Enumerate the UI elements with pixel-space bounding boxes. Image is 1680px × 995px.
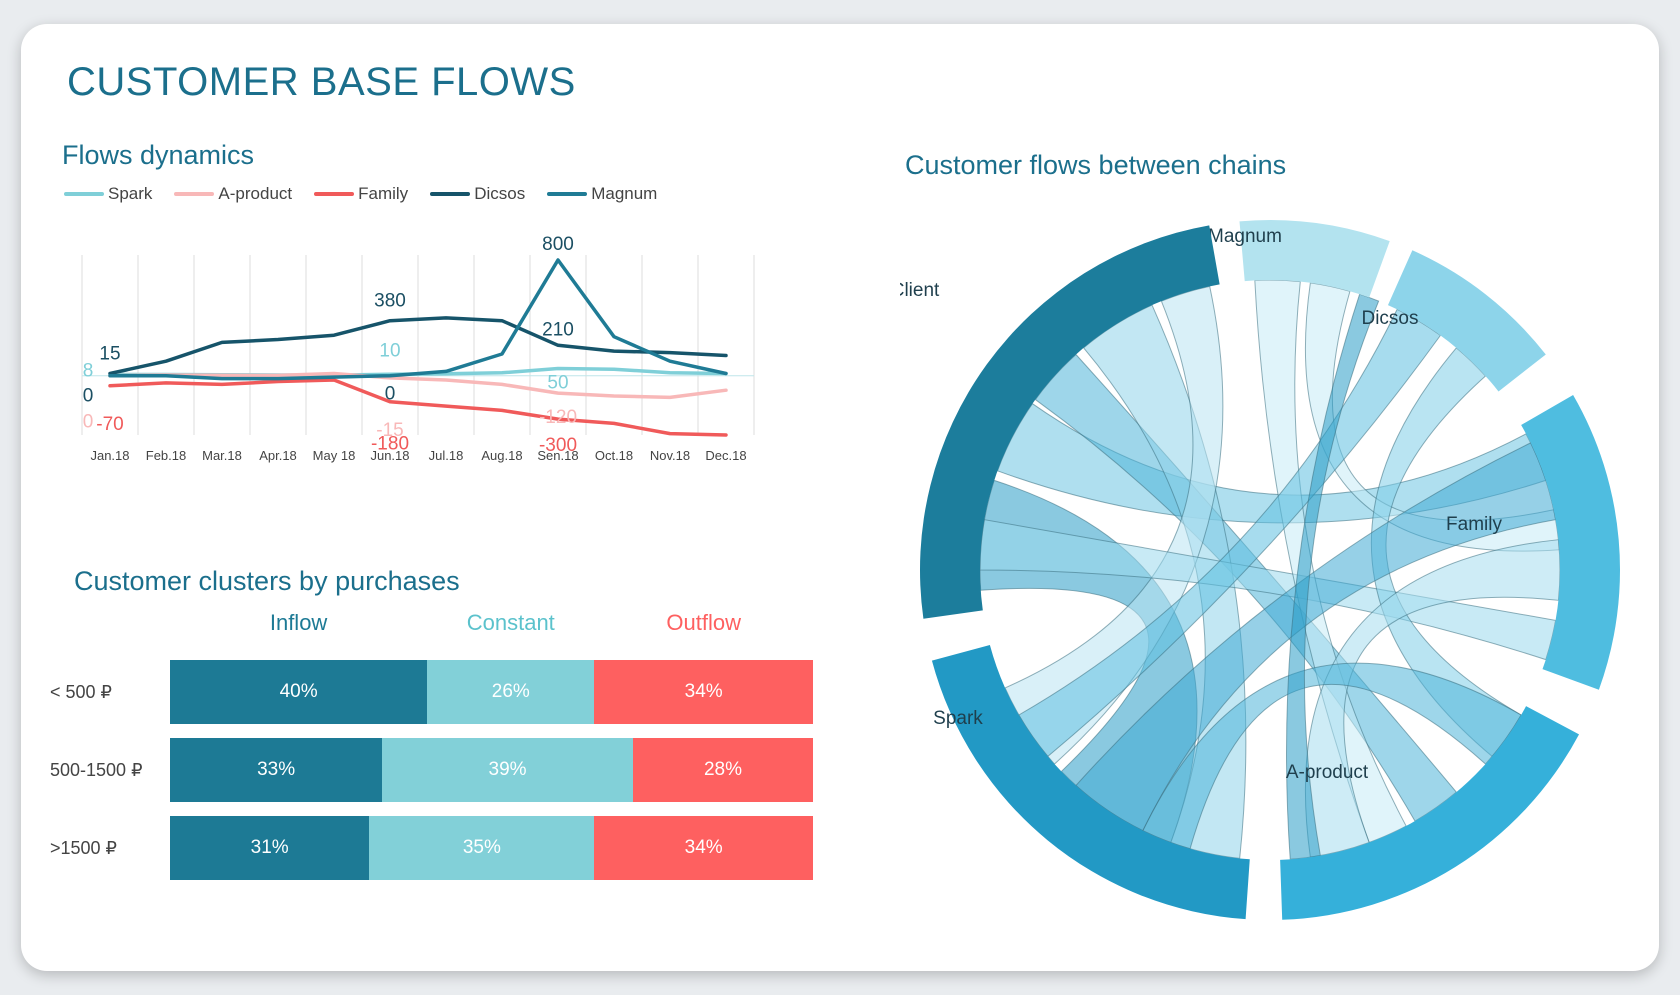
chord-label-magnum: Magnum [1208,226,1282,247]
bar-segment-outflow: 34% [594,660,813,724]
row-label: < 500 ₽ [50,682,112,702]
clusters-title: Customer clusters by purchases [74,566,460,596]
legend-label-a-product: A-product [218,184,293,203]
x-tick-label: Feb.18 [146,448,186,463]
chord-arc-magnum [1239,219,1390,298]
chord-label-dicsos: Dicsos [1361,308,1418,329]
bar-row: 500-1500 ₽ 33%39%28% [50,738,825,802]
legend-item-magnum: Magnum [547,184,657,204]
legend-item-spark: Spark [64,184,152,204]
data-label-spark: 8 [83,361,94,382]
series-line-a-product [108,371,728,400]
data-label-magnum: 0 [83,386,94,407]
x-tick-label: Nov.18 [650,448,690,463]
legend-swatch-family [314,192,355,196]
bar-segment-outflow: 28% [632,738,813,802]
bar-segment-inflow: 33% [170,738,383,802]
legend-item-dicsos: Dicsos [430,184,525,204]
x-tick-label: May 18 [313,448,356,463]
data-label-dicsos: 15 [99,344,120,365]
row-label: 500-1500 ₽ [50,760,143,780]
bar-segment-inflow: 31% [170,816,370,880]
chord-label-a-product: A-product [1286,762,1369,783]
data-label-spark: 10 [379,340,400,361]
data-label-a-product: 0 [83,412,94,433]
chord-ribbon [1286,293,1380,860]
data-label-magnum: 0 [385,384,396,405]
flows-dynamics-chart: Jan.18 Feb.18 Mar.18 Apr.18 May 18 Jun.18 Jul.… [81,234,755,463]
row-label: >1500 ₽ [50,838,118,858]
data-label-a-product: -15 [376,420,403,441]
column-header-outflow: Outflow [666,610,741,635]
data-label-family: -70 [96,414,123,435]
chord-title: Customer flows between chains [905,150,1287,180]
legend-item-a-product: A-product [174,184,292,204]
data-label-family: -300 [539,435,577,456]
bar-segment-constant: 39% [382,738,633,802]
bar-segment-inflow: 40% [170,660,428,724]
legend-label-spark: Spark [108,184,153,203]
legend-label-magnum: Magnum [591,184,658,203]
data-label-dicsos: 380 [374,291,406,312]
page-title: CUSTOMER BASE FLOWS [67,60,576,104]
x-tick-label: Mar.18 [202,448,242,463]
chord-arc-family [1521,395,1620,690]
column-header-constant: Constant [466,610,555,635]
chord-arc-dicsos [1387,250,1546,392]
x-tick-label: Apr.18 [259,448,297,463]
legend-item-family: Family [314,184,408,204]
data-label-spark: 50 [547,372,568,393]
legend-label-dicsos: Dicsos [474,184,526,203]
x-tick-label: Jun.18 [370,448,409,463]
legend-swatch-a-product [174,192,215,196]
chord-arc-spark [931,645,1250,920]
chord-label-the-client: The Client [900,280,940,301]
bar-segment-outflow: 34% [594,816,813,880]
bar-row: >1500 ₽ 31%35%34% [50,816,825,880]
data-label-a-product: -120 [539,407,577,428]
bar-row: < 500 ₽ 40%26%34% [50,660,825,724]
x-tick-label: Jul.18 [429,448,464,463]
series-line-dicsos [108,316,728,376]
bar-segment-constant: 26% [427,660,595,724]
chord-ribbon [1142,662,1522,850]
series-line-magnum [108,258,728,381]
series-line-family [108,378,728,437]
legend-swatch-dicsos [430,192,471,196]
chord-label-spark: Spark [933,708,983,729]
chord-arc-the-client [920,225,1220,619]
chord-arc-a-product [1280,706,1580,920]
x-tick-label: Dec.18 [705,448,746,463]
x-tick-label: Sen.18 [537,448,578,463]
data-label-dicsos: 210 [542,319,574,340]
line-chart-legend: Spark A-product Family Dicsos Magnum [64,184,657,204]
x-tick-label: Jan.18 [90,448,129,463]
data-label-family: -180 [371,434,409,455]
legend-swatch-magnum [547,192,588,196]
chord-ribbon [996,402,1547,524]
column-header-inflow: Inflow [269,610,328,635]
data-label-magnum: 800 [542,234,574,255]
x-tick-label: Oct.18 [595,448,633,463]
legend-swatch-spark [64,192,104,196]
x-tick-label: Aug.18 [481,448,522,463]
legend-label-family: Family [358,184,409,203]
flows-dynamics-title: Flows dynamics [62,140,255,170]
bar-segment-constant: 35% [369,816,595,880]
chord-label-family: Family [1446,514,1502,535]
